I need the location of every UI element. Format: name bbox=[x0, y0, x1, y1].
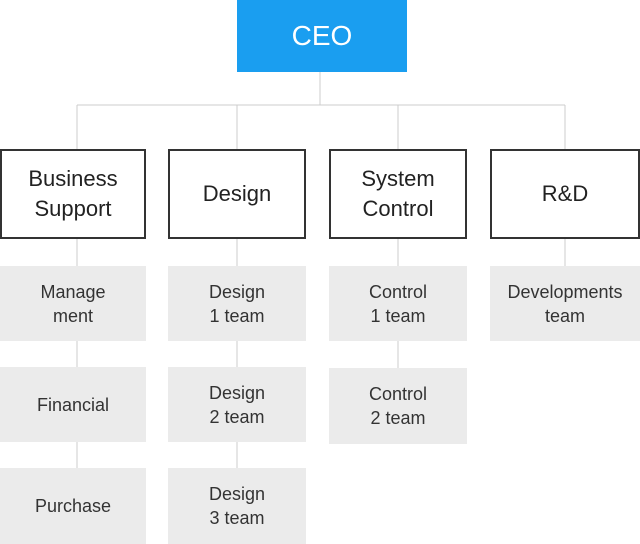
team-management: Manage ment bbox=[0, 266, 146, 341]
department-label-line: Support bbox=[34, 196, 112, 221]
team-label-line: team bbox=[544, 305, 586, 326]
team-financial: Financial bbox=[0, 367, 146, 442]
team-label-line: Developments bbox=[507, 281, 623, 302]
team-label-line: Control bbox=[368, 281, 428, 302]
team-label-line: 1 team bbox=[209, 305, 265, 326]
team-label-line: Purchase bbox=[34, 496, 112, 516]
team-purchase: Purchase bbox=[0, 468, 146, 544]
team-label-line: Design bbox=[208, 382, 266, 403]
ceo-label: CEO bbox=[291, 20, 353, 51]
team-label-line: 3 team bbox=[209, 508, 265, 528]
department-business-support: Business Support bbox=[0, 149, 146, 239]
team-label-line: ment bbox=[52, 305, 94, 326]
department-label-line: R&D bbox=[541, 181, 589, 206]
department-label-line: Business bbox=[28, 166, 118, 191]
team-label-line: 2 team bbox=[209, 406, 265, 427]
team-label-line: 2 team bbox=[370, 408, 426, 428]
team-label-line: Financial bbox=[36, 394, 110, 415]
team-design-1: Design 1 team bbox=[168, 266, 306, 341]
department-design: Design bbox=[168, 149, 306, 239]
department-label-line: System bbox=[361, 166, 435, 191]
team-developments: Developments team bbox=[490, 266, 640, 341]
department-label-line: Control bbox=[362, 196, 434, 221]
ceo-box: CEO bbox=[237, 0, 407, 72]
team-design-3: Design 3 team bbox=[168, 468, 306, 544]
team-design-2: Design 2 team bbox=[168, 367, 306, 442]
team-label-line: 1 team bbox=[370, 305, 426, 326]
department-r-and-d: R&D bbox=[490, 149, 640, 239]
team-label-line: Design bbox=[208, 281, 266, 302]
department-system-control: System Control bbox=[329, 149, 467, 239]
department-label-line: Design bbox=[202, 181, 272, 206]
team-label-line: Control bbox=[368, 384, 428, 404]
team-label-line: Manage bbox=[40, 281, 106, 302]
team-control-1: Control 1 team bbox=[329, 266, 467, 341]
team-label-line: Design bbox=[208, 484, 266, 504]
team-control-2: Control 2 team bbox=[329, 368, 467, 444]
